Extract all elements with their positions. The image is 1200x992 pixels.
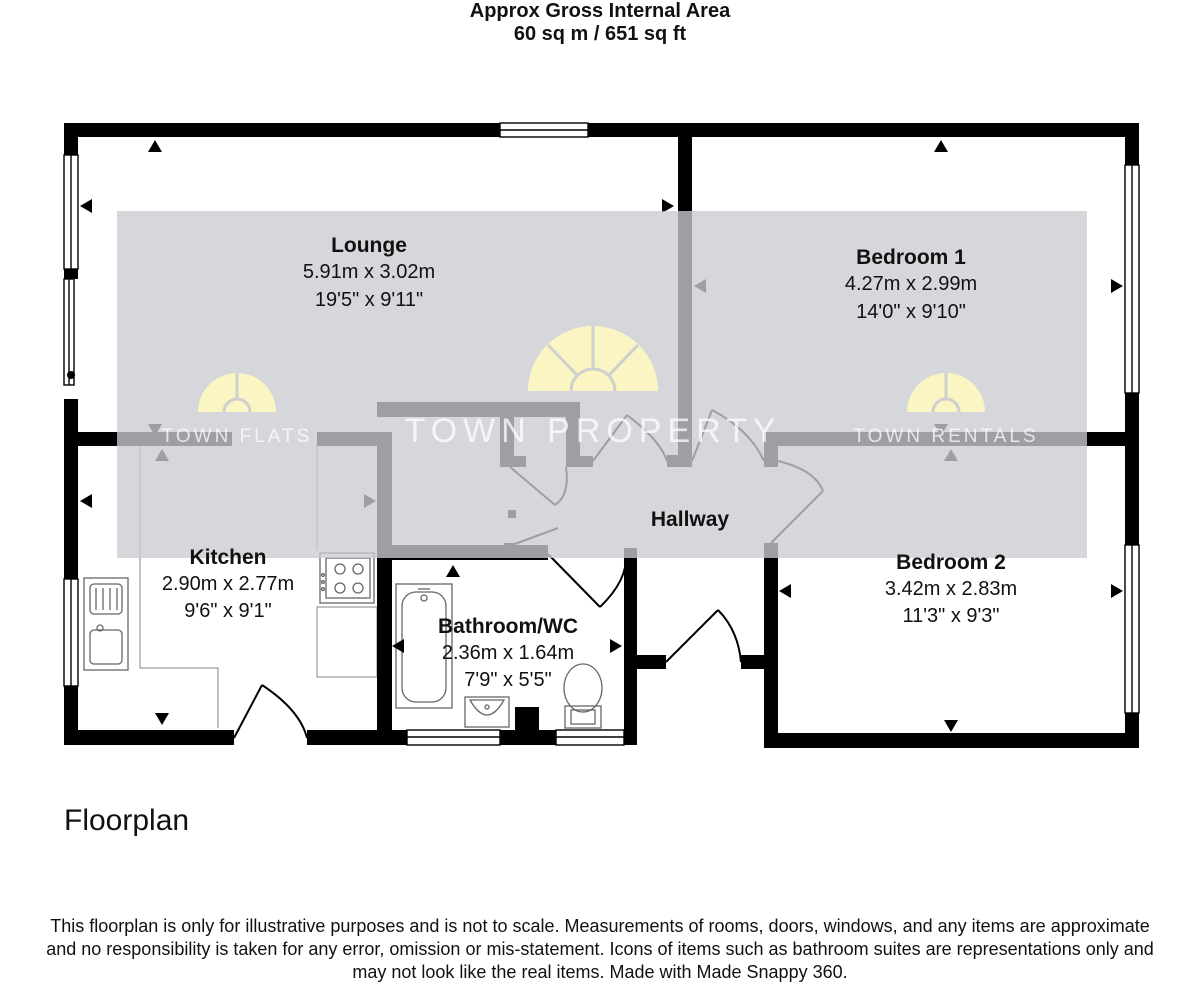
area-value: 60 sq m / 651 sq ft: [513, 23, 687, 45]
room-name: Bedroom 2: [896, 551, 1006, 574]
room-kitchen: Kitchen 2.90m x 2.77m 9'6" x 9'1": [162, 546, 294, 622]
hob-icon: [319, 552, 375, 604]
disclaimer-line: and no responsibility is taken for any e…: [46, 939, 1154, 959]
windows: [63, 122, 1140, 746]
room-bedroom-1: Bedroom 1 4.27m x 2.99m 14'0" x 9'10": [845, 246, 977, 323]
disclaimer-line: This floorplan is only for illustrative …: [50, 916, 1150, 936]
room-name: Kitchen: [189, 546, 266, 569]
disclaimer-line: may not look like the real items. Made w…: [352, 962, 848, 982]
room-hallway: Hallway: [651, 508, 730, 531]
room-imperial: 9'6" x 9'1": [184, 600, 271, 622]
room-name: Bathroom/WC: [438, 615, 578, 638]
room-metric: 2.90m x 2.77m: [162, 573, 294, 595]
room-imperial: 19'5" x 9'11": [315, 289, 423, 311]
room-imperial: 14'0" x 9'10": [856, 301, 966, 323]
floorplan-drawing: TOWN PROPERTY TOWN FLATS TOWN RENTALS Lo…: [63, 122, 1140, 748]
room-name: Bedroom 1: [856, 246, 966, 269]
room-metric: 4.27m x 2.99m: [845, 273, 977, 295]
room-imperial: 7'9" x 5'5": [464, 669, 551, 691]
sunrise-logo-rays: [222, 326, 961, 413]
toilet-icon: [563, 663, 603, 729]
room-lounge: Lounge 5.91m x 3.02m 19'5" x 9'11": [303, 234, 435, 311]
room-name: Lounge: [331, 234, 407, 257]
window-handle: [67, 371, 75, 379]
area-title: Approx Gross Internal Area: [469, 0, 731, 22]
room-metric: 3.42m x 2.83m: [885, 578, 1017, 600]
basin-icon: [464, 696, 510, 728]
floorplan-label: Floorplan: [64, 804, 190, 837]
room-imperial: 11'3" x 9'3": [902, 605, 999, 627]
room-bathroom: Bathroom/WC 2.36m x 1.64m 7'9" x 5'5": [438, 615, 578, 691]
room-name: Hallway: [651, 508, 730, 531]
room-bedroom-2: Bedroom 2 3.42m x 2.83m 11'3" x 9'3": [885, 551, 1017, 627]
disclaimer: This floorplan is only for illustrative …: [0, 915, 1200, 984]
watermark-center-text: TOWN PROPERTY: [404, 412, 781, 450]
room-metric: 2.36m x 1.64m: [442, 642, 574, 664]
watermark-left-text: TOWN FLATS: [162, 426, 313, 447]
room-metric: 5.91m x 3.02m: [303, 261, 435, 283]
watermark-right-text: TOWN RENTALS: [853, 426, 1038, 447]
watermark: TOWN PROPERTY TOWN FLATS TOWN RENTALS: [117, 211, 1087, 558]
sink-icon: [83, 577, 129, 671]
area-header: Approx Gross Internal Area 60 sq m / 651…: [0, 0, 1200, 46]
